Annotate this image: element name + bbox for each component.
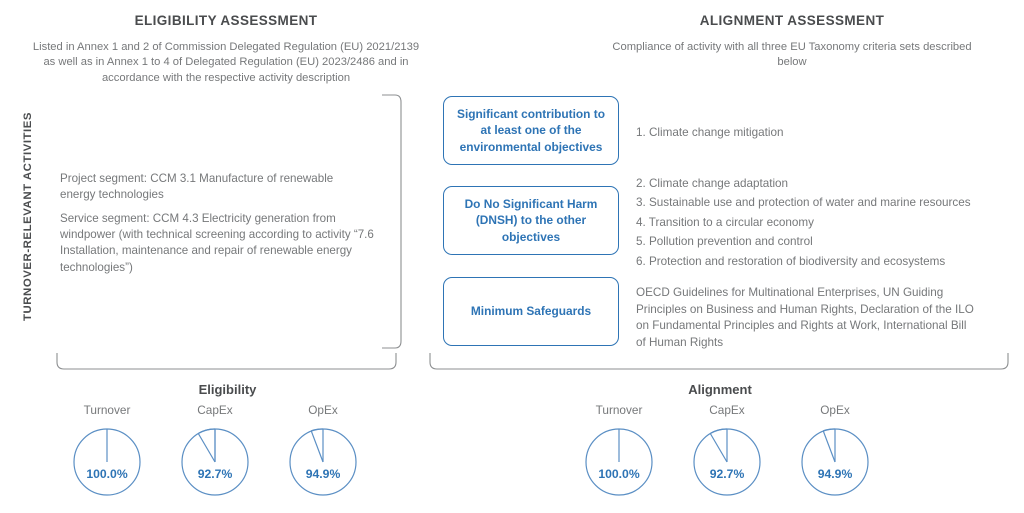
eligibility-pie-value-capex: 92.7% [197,467,233,481]
alignment-bottom-bracket [429,353,1009,370]
objective-item: 6. Protection and restoration of biodive… [636,254,946,268]
alignment-column-subtitle: Compliance of activity with all three EU… [612,41,972,69]
eligibility-metric-label-capex: CapEx [197,403,233,417]
pie-chart-svg [181,428,249,496]
alignment-metric-label-turnover: Turnover [595,403,643,417]
eligibility-metric-label-opex: OpEx [308,403,338,417]
eligibility-pie-capex: 92.7% [180,427,250,497]
alignment-section-title: Alignment [688,382,752,397]
criteria-box-significant-contribution[interactable]: Significant contribution to at least one… [443,96,619,165]
alignment-pie-capex: 92.7% [692,427,762,497]
minimum-safeguards-description: OECD Guidelines for Multinational Enterp… [636,286,974,349]
alignment-pie-value-capex: 92.7% [709,467,745,481]
pie-chart-svg [585,428,653,496]
pie-chart-svg [73,428,141,496]
pie-chart-svg [289,428,357,496]
objective-item: 5. Pollution prevention and control [636,235,813,249]
alignment-pie-opex: 94.9% [800,427,870,497]
pie-chart-svg [693,428,761,496]
alignment-metric-label-opex: OpEx [820,403,850,417]
turnover-relevant-activities-label: TURNOVER-RELEVANT ACTIVITIES [22,111,34,321]
eligibility-vertical-bracket [382,94,402,349]
objective-item: 2. Climate change adaptation [636,177,789,190]
side-label-wrapper: TURNOVER-RELEVANT ACTIVITIES [10,112,34,325]
objectives-group-other: 2. Climate change adaptation 3. Sustaina… [636,174,1024,271]
project-segment-paragraph: Project segment: CCM 3.1 Manufacture of … [60,172,334,202]
eligibility-metric-label-turnover: Turnover [83,403,131,417]
alignment-pie-value-turnover: 100.0% [598,467,640,481]
criteria-box-minimum-safeguards[interactable]: Minimum Safeguards [443,277,619,346]
eligibility-pie-value-turnover: 100.0% [86,467,128,481]
alignment-column-title: ALIGNMENT ASSESSMENT [699,13,885,28]
alignment-pie-value-opex: 94.9% [817,467,853,481]
eligibility-pie-opex: 94.9% [288,427,358,497]
criteria-box-dnsh[interactable]: Do No Significant Harm (DNSH) to the oth… [443,186,619,255]
objective-item: 4. Transition to a circular economy [636,215,814,229]
alignment-pie-turnover: 100.0% [584,427,654,497]
pie-chart-svg [801,428,869,496]
eligibility-column-subtitle: Listed in Annex 1 and 2 of Commission De… [32,41,420,84]
objectives-group-climate-mitigation: 1. Climate change mitigation [636,123,1024,142]
alignment-metric-label-capex: CapEx [709,403,745,417]
eligibility-column-title: ELIGIBILITY ASSESSMENT [134,13,318,28]
eligibility-pie-value-opex: 94.9% [305,467,341,481]
objective-item: 3. Sustainable use and protection of wat… [636,196,971,210]
eligibility-bottom-bracket [56,353,397,370]
objective-item: 1. Climate change mitigation [636,126,784,139]
service-segment-paragraph: Service segment: CCM 4.3 Electricity gen… [60,212,374,274]
eligibility-section-title: Eligibility [198,382,257,397]
eligibility-pie-turnover: 100.0% [72,427,142,497]
